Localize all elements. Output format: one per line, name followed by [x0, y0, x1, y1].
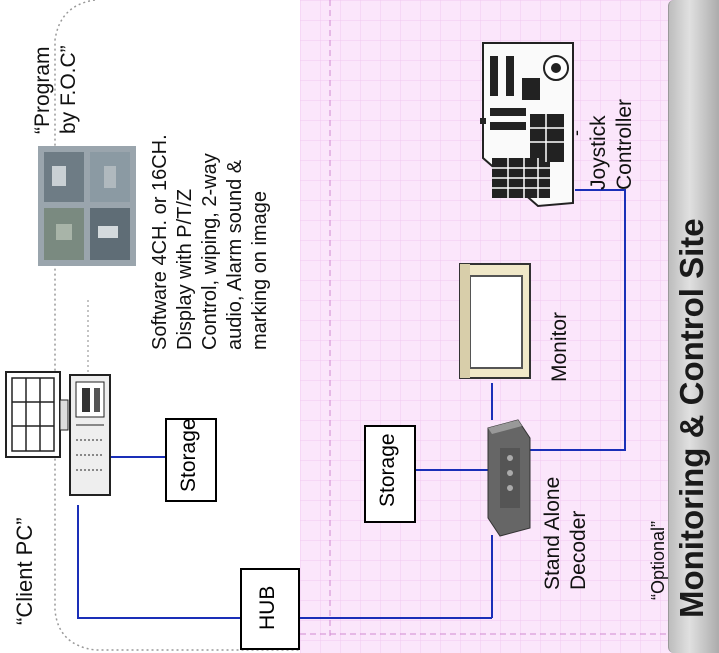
- client-pc-label: “Client PC”: [12, 517, 37, 625]
- decoder-label-line2: Decoder: [567, 510, 590, 590]
- software-desc-line: marking on image: [249, 191, 271, 350]
- program-label-line1: “Program: [31, 46, 54, 134]
- site-title: Monitoring & Control Site: [673, 218, 710, 618]
- joystick-controller-icon: [480, 42, 574, 208]
- decoder-storage-box: Storage: [364, 425, 416, 523]
- software-desc-line: Display with P/T/Z: [174, 188, 196, 350]
- decoder-storage-label: Storage: [376, 433, 399, 507]
- program-screenshot-image: [38, 146, 136, 266]
- joystick-label: Joystick Controller: [586, 99, 638, 190]
- decoder-label-line1: Stand Alone: [541, 476, 564, 590]
- software-description: Software 4CH. or 16CH. Display with P/T/…: [148, 134, 273, 350]
- decoder-label: Stand Alone Decoder: [540, 477, 592, 590]
- joystick-label-line1: Joystick: [587, 115, 610, 190]
- monitor-icon: [459, 263, 531, 379]
- hub-label: HUB: [256, 585, 279, 630]
- program-label-line2: by F.O.C”: [57, 45, 80, 134]
- joystick-dash: -: [566, 130, 586, 136]
- client-storage-box: Storage: [165, 418, 217, 502]
- program-label: “Program by F.O.C”: [30, 45, 82, 134]
- client-pc-icon: [5, 371, 111, 496]
- software-desc-line: Control, wiping, 2-way: [199, 153, 221, 350]
- client-storage-label: Storage: [177, 418, 200, 492]
- site-title-bar: Monitoring & Control Site: [668, 0, 719, 653]
- joystick-label-line2: Controller: [613, 98, 636, 190]
- hub-box: HUB: [240, 568, 300, 650]
- monitor-label: Monitor: [548, 311, 571, 382]
- decoder-device-icon: [487, 419, 531, 537]
- software-desc-line: audio, Alarm sound &: [224, 159, 246, 350]
- software-desc-line: Software 4CH. or 16CH.: [149, 134, 171, 350]
- optional-label: “Optional”: [648, 520, 668, 600]
